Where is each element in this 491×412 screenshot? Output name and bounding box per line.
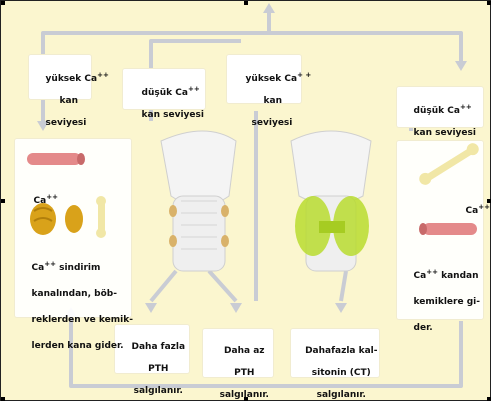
selection-handle-mr[interactable] — [487, 199, 491, 203]
label-dusuk-right: düşük Ca++ kan seviyesi — [401, 91, 476, 150]
right-description: Ca++ kandan kemiklere gi- der. — [401, 253, 480, 348]
selection-handle-tm[interactable] — [244, 1, 248, 5]
diagram-frame: yüksek Ca++ kan seviyesi düşük Ca++ kan … — [0, 0, 491, 401]
selection-handle-tl[interactable] — [1, 1, 5, 5]
text-pth-less: Daha az PTH salgılanır. — [203, 335, 273, 412]
label-yuksek-left: yüksek Ca++ kan seviyesi — [33, 59, 109, 140]
selection-handle-bl[interactable] — [1, 397, 5, 401]
text-ct-more: Dahafazla kal- sitonin (CT) salgılanır. — [291, 335, 379, 412]
label-dusuk-left: düşük Ca++ kan seviyesi — [129, 73, 204, 132]
text-pth-more: Daha fazla PTH salgılanır. — [115, 331, 189, 408]
label-ca-left: Ca++ — [21, 181, 58, 218]
selection-handle-bm[interactable] — [244, 397, 248, 401]
selection-handle-tr[interactable] — [487, 1, 491, 5]
selection-handle-ml[interactable] — [1, 199, 5, 203]
selection-handle-br[interactable] — [487, 397, 491, 401]
label-ca-right: Ca++ — [453, 191, 490, 228]
label-yuksek-center: yüksek Ca+ + kan seviyesi — [233, 59, 311, 140]
